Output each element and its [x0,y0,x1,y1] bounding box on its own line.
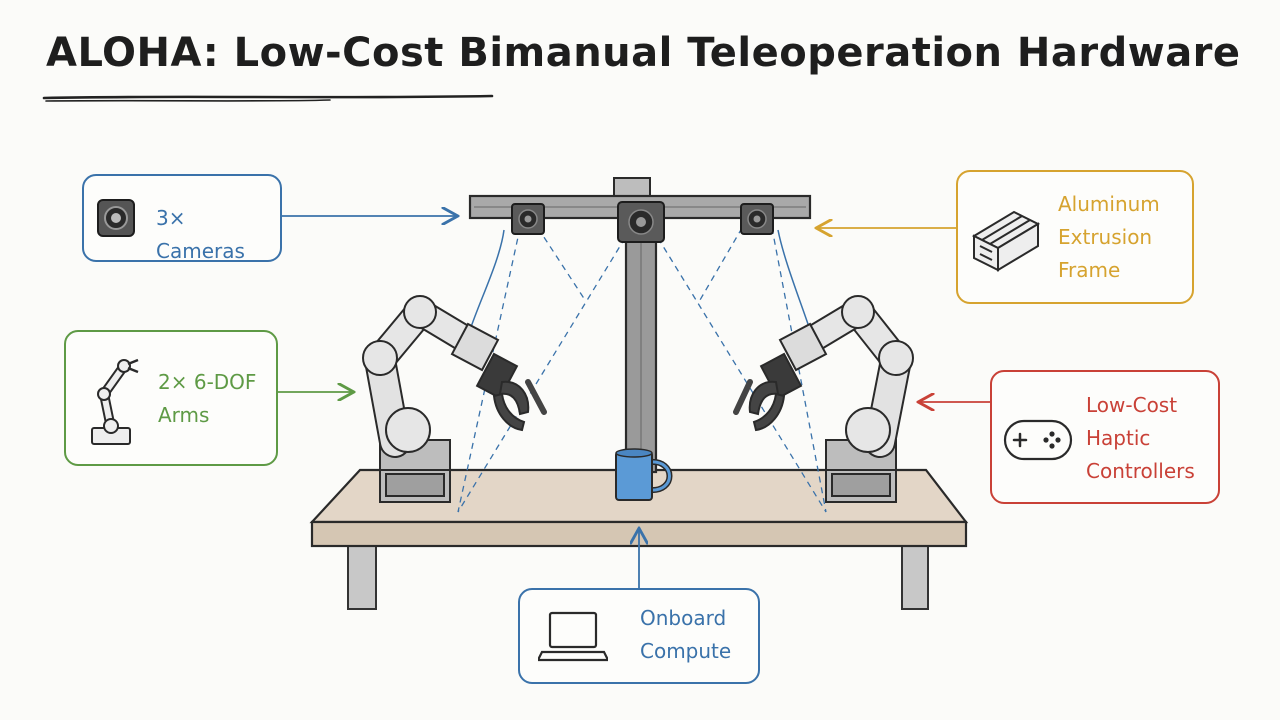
callout-compute: Onboard Compute [518,588,760,684]
callout-compute-label: Onboard Compute [640,606,732,663]
callout-frame: Aluminum Extrusion Frame [956,170,1194,304]
right-robot-arm [733,295,914,503]
title-underline [42,94,494,102]
camera-right [740,203,774,235]
callout-haptic: Low-Cost Haptic Controllers [990,370,1220,504]
callout-arms: 2× 6-DOF Arms [64,330,278,466]
robot-arm-icon [91,358,139,445]
laptop-icon [538,611,608,662]
callout-cameras: 3× Cameras [82,174,282,263]
callout-haptic-label: Low-Cost Haptic Controllers [1086,393,1195,483]
camera-left [511,203,545,235]
left-robot-arm [362,295,547,503]
callout-frame-label: Aluminum Extrusion Frame [1058,192,1160,282]
callout-arms-label: 2× 6-DOF Arms [158,370,257,427]
page-title: ALOHA: Low-Cost Bimanual Teleoperation H… [46,30,1241,76]
gamepad-icon [1003,419,1073,461]
aluminum-extrusion-icon [971,210,1041,272]
camera-center [617,201,665,243]
camera-cables [469,229,811,331]
connector-arrows [278,216,992,588]
callout-cameras-label: 3× Cameras [156,206,245,263]
mug [615,448,673,501]
camera-icon [97,199,135,237]
